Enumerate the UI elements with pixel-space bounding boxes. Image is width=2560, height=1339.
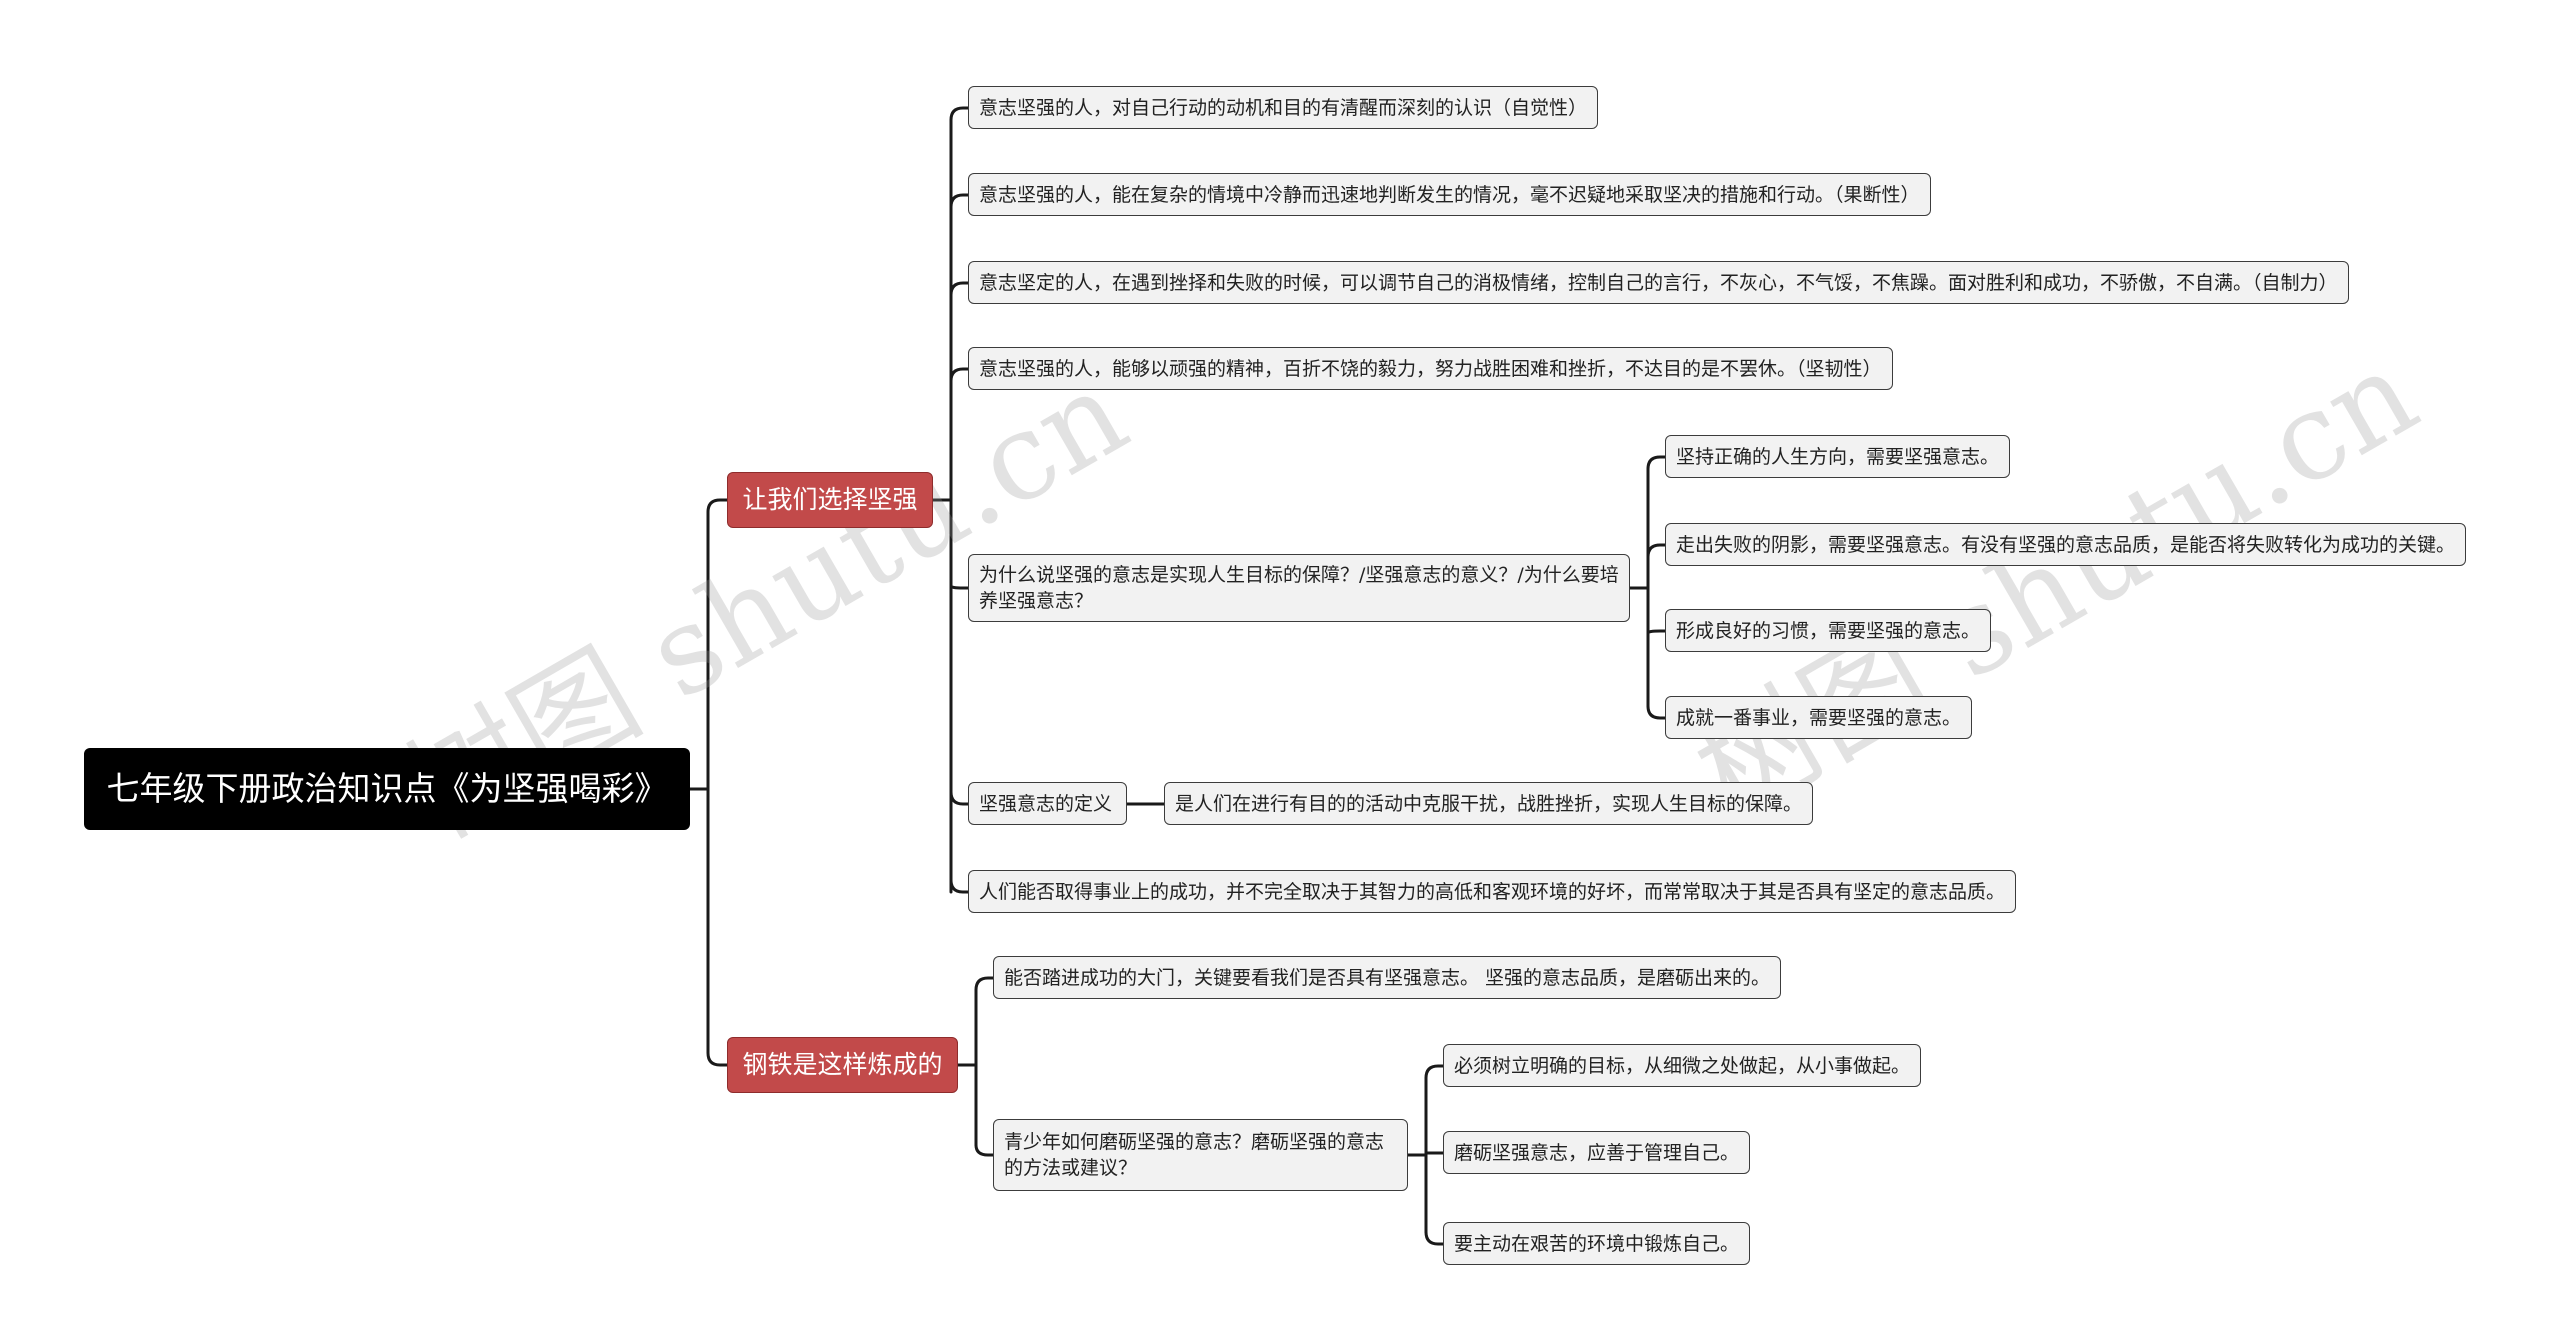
success-door-note[interactable]: 能否踏进成功的大门，关键要看我们是否具有坚强意志。 坚强的意志品质，是磨砺出来的… bbox=[993, 956, 1782, 999]
why-child-habit[interactable]: 形成良好的习惯，需要坚强的意志。 bbox=[1665, 609, 1992, 652]
definition-child[interactable]: 是人们在进行有目的的活动中克服干扰，战胜挫折，实现人生目标的保障。 bbox=[1164, 782, 1814, 825]
how-child-goal-text: 必须树立明确的目标，从细微之处做起，从小事做起。 bbox=[1454, 1054, 1911, 1077]
trait-consciousness[interactable]: 意志坚强的人，对自己行动的动机和目的有清醒而深刻的认识（自觉性） bbox=[968, 86, 1599, 129]
branch-choose-strong-label: 让我们选择坚强 bbox=[742, 485, 918, 514]
why-child-habit-text: 形成良好的习惯，需要坚强的意志。 bbox=[1676, 619, 1981, 642]
link-b1-why bbox=[949, 584, 970, 590]
link-b2-first bbox=[974, 976, 995, 992]
how-child-self-manage-text: 磨砺坚强意志，应善于管理自己。 bbox=[1454, 1141, 1740, 1164]
link-b1-def bbox=[949, 790, 970, 806]
link-why-c2 bbox=[1646, 629, 1667, 635]
branch-how-steel-forged[interactable]: 钢铁是这样炼成的 bbox=[727, 1037, 958, 1093]
link-b1-i1 bbox=[949, 193, 970, 209]
why-child-career[interactable]: 成就一番事业，需要坚强的意志。 bbox=[1665, 696, 1973, 739]
success-depends-note[interactable]: 人们能否取得事业上的成功，并不完全取决于其智力的高低和客观环境的好坏，而常常取决… bbox=[968, 870, 2017, 913]
how-child-hardship-text: 要主动在艰苦的环境中锻炼自己。 bbox=[1454, 1232, 1740, 1255]
how-temper-will-text: 青少年如何磨砺坚强的意志？磨砺坚强的意志的方法或建议？ bbox=[1004, 1131, 1385, 1179]
link-root-branch2 bbox=[706, 787, 729, 1067]
branch-how-steel-forged-label: 钢铁是这样炼成的 bbox=[742, 1050, 943, 1079]
link-how-c0 bbox=[1424, 1064, 1445, 1080]
definition-topic[interactable]: 坚强意志的定义 bbox=[968, 782, 1127, 825]
trait-decisiveness[interactable]: 意志坚强的人，能在复杂的情境中冷静而迅速地判断发生的情况，毫不迟疑地采取坚决的措… bbox=[968, 173, 1931, 216]
how-child-goal[interactable]: 必须树立明确的目标，从细微之处做起，从小事做起。 bbox=[1443, 1044, 1922, 1087]
link-why-c0 bbox=[1646, 455, 1667, 471]
trait-tenacity[interactable]: 意志坚强的人，能够以顽强的精神，百折不饶的毅力，努力战胜困难和挫折，不达目的是不… bbox=[968, 347, 1893, 390]
why-child-failure[interactable]: 走出失败的阴影，需要坚强意志。有没有坚强的意志品质，是能否将失败转化为成功的关键… bbox=[1665, 523, 2467, 566]
branch-choose-strong[interactable]: 让我们选择坚强 bbox=[727, 472, 933, 528]
root-topic[interactable]: 七年级下册政治知识点《为坚强喝彩》 bbox=[84, 748, 690, 830]
why-child-direction-text: 坚持正确的人生方向，需要坚强意志。 bbox=[1676, 445, 2000, 468]
why-child-failure-text: 走出失败的阴影，需要坚强意志。有没有坚强的意志品质，是能否将失败转化为成功的关键… bbox=[1676, 533, 2456, 556]
success-door-note-text: 能否踏进成功的大门，关键要看我们是否具有坚强意志。 坚强的意志品质，是磨砺出来的… bbox=[1004, 966, 1771, 989]
link-b1-i0 bbox=[949, 106, 970, 122]
trait-consciousness-text: 意志坚强的人，对自己行动的动机和目的有清醒而深刻的认识（自觉性） bbox=[979, 96, 1588, 119]
link-why-c1 bbox=[1646, 543, 1667, 559]
why-strong-will-topic[interactable]: 为什么说坚强的意志是实现人生目标的保障？/坚强意志的意义？/为什么要培养坚强意志… bbox=[968, 554, 1630, 622]
link-b1-i3 bbox=[949, 367, 970, 383]
how-temper-will-topic[interactable]: 青少年如何磨砺坚强的意志？磨砺坚强的意志的方法或建议？ bbox=[993, 1119, 1408, 1191]
link-b2-how bbox=[974, 1143, 995, 1157]
link-b1-i2 bbox=[949, 281, 970, 297]
why-child-direction[interactable]: 坚持正确的人生方向，需要坚强意志。 bbox=[1665, 435, 2011, 478]
trait-decisiveness-text: 意志坚强的人，能在复杂的情境中冷静而迅速地判断发生的情况，毫不迟疑地采取坚决的措… bbox=[979, 183, 1920, 206]
why-child-career-text: 成就一番事业，需要坚强的意志。 bbox=[1676, 706, 1962, 729]
trait-tenacity-text: 意志坚强的人，能够以顽强的精神，百折不饶的毅力，努力战胜困难和挫折，不达目的是不… bbox=[979, 357, 1882, 380]
link-b1-last bbox=[949, 878, 970, 894]
definition-topic-text: 坚强意志的定义 bbox=[979, 792, 1113, 815]
trait-self-control-text: 意志坚定的人，在遇到挫择和失败的时候，可以调节自己的消极情绪，控制自己的言行，不… bbox=[979, 271, 2338, 294]
link-how-c2 bbox=[1424, 1230, 1445, 1246]
definition-child-text: 是人们在进行有目的的活动中克服干扰，战胜挫折，实现人生目标的保障。 bbox=[1175, 792, 1803, 815]
link-root-branch1 bbox=[706, 498, 729, 791]
why-strong-will-text: 为什么说坚强的意志是实现人生目标的保障？/坚强意志的意义？/为什么要培养坚强意志… bbox=[979, 564, 1619, 612]
trait-self-control[interactable]: 意志坚定的人，在遇到挫择和失败的时候，可以调节自己的消极情绪，控制自己的言行，不… bbox=[968, 261, 2349, 304]
root-topic-label: 七年级下册政治知识点《为坚强喝彩》 bbox=[106, 769, 668, 808]
how-child-self-manage[interactable]: 磨砺坚强意志，应善于管理自己。 bbox=[1443, 1131, 1751, 1174]
how-child-hardship[interactable]: 要主动在艰苦的环境中锻炼自己。 bbox=[1443, 1222, 1751, 1265]
link-why-c3 bbox=[1646, 704, 1667, 720]
success-depends-note-text: 人们能否取得事业上的成功，并不完全取决于其智力的高低和客观环境的好坏，而常常取决… bbox=[979, 880, 2006, 903]
